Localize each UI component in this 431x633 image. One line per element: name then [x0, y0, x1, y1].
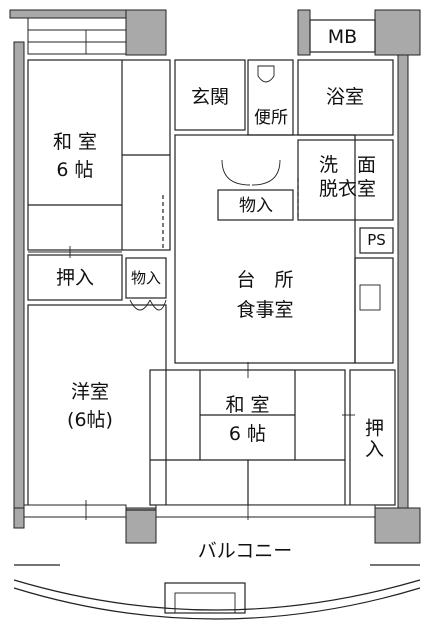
room-outlines	[27, 59, 396, 511]
exterior-walls	[9, 9, 421, 544]
monoire-center-label: 物入	[239, 196, 273, 216]
kitchen-label-1: 台 所	[236, 269, 294, 291]
washitsu-nw-label-2: 6 帖	[56, 159, 94, 181]
genkan-label: 玄関	[190, 86, 229, 108]
kitchen-label-2: 食事室	[236, 299, 294, 321]
benjo-label: 便所	[254, 108, 288, 128]
bath-label: 浴室	[325, 86, 364, 108]
mb-label: MB	[327, 26, 358, 48]
yoshitsu-label-1: 洋室	[70, 381, 109, 403]
washitsu-nw-label-1: 和 室	[52, 131, 98, 153]
washitsu-s-label-1: 和 室	[225, 394, 270, 416]
oshiire-e-label: 押入	[362, 418, 384, 460]
yoshitsu-label-2: (6帖)	[67, 409, 113, 431]
bottom-window	[23, 500, 376, 520]
oshiire-w-label: 押入	[55, 267, 94, 289]
balcony	[13, 564, 421, 620]
ps-label: PS	[367, 231, 386, 249]
balcony-label: バルコニー	[197, 540, 293, 562]
senmen-label-2: 脱衣室	[318, 178, 376, 200]
senmen-label-1: 洗 面	[318, 154, 376, 176]
washitsu-s-label-2: 6 帖	[228, 423, 267, 445]
top-window-nw	[27, 17, 127, 55]
monoire-small-label: 物入	[130, 269, 161, 287]
mb-box	[309, 19, 376, 53]
